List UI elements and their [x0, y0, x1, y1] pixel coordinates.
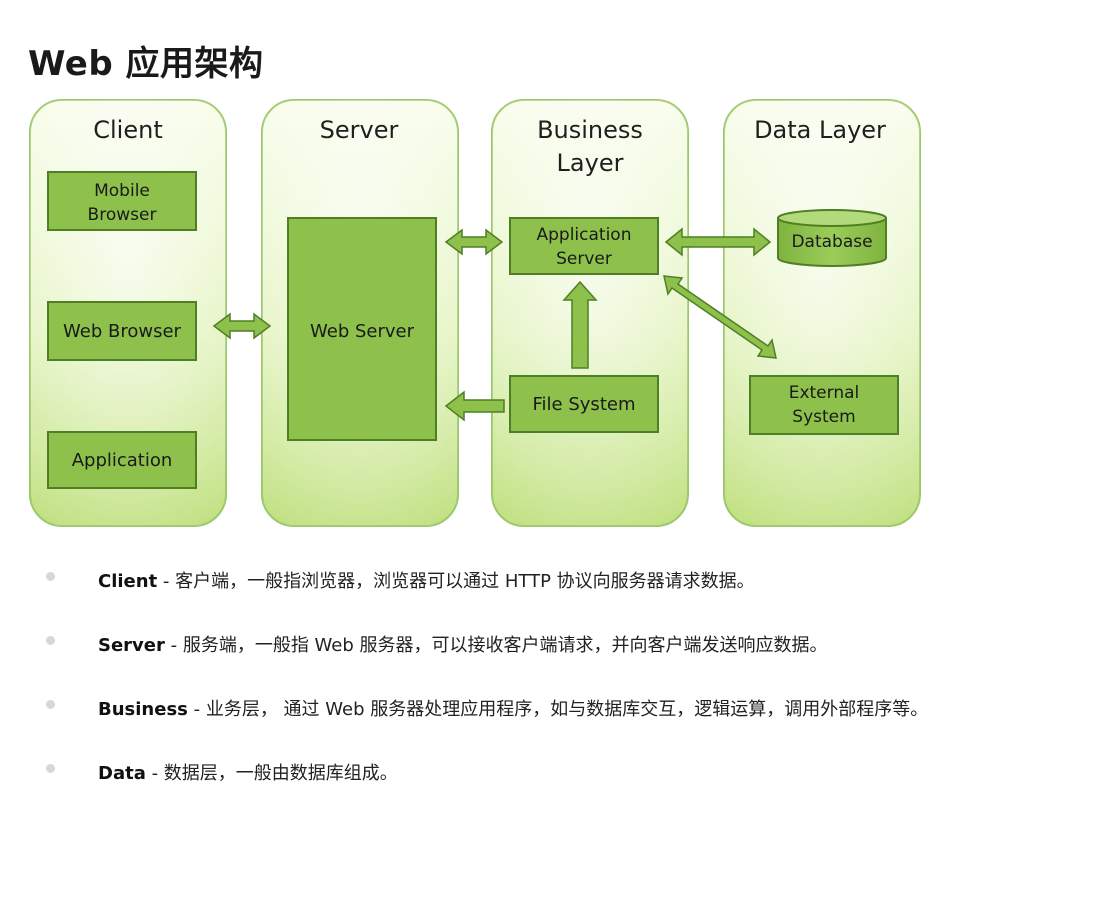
label-line: Web Server	[310, 321, 415, 342]
label-line: Database	[791, 232, 872, 252]
box-file-system: File System	[509, 375, 659, 433]
box-label-file-system: File System	[533, 394, 636, 415]
arrow-file-system-web-server	[444, 390, 505, 422]
page-title: Web 应用架构	[28, 44, 264, 84]
term-separator: -	[145, 763, 164, 784]
arrow-application-server-database	[664, 227, 772, 257]
description: 数据层，一般由数据库组成。	[163, 763, 398, 784]
list-item: Business - 业务层， 通过 Web 服务器处理应用程序，如与数据库交互…	[46, 690, 1086, 754]
term-separator: -	[187, 699, 206, 720]
label-line: Application	[72, 450, 173, 471]
arrow-web-browser-web-server	[212, 312, 272, 340]
box-application: Application	[47, 431, 197, 489]
box-web-server: Web Server	[287, 217, 437, 441]
column-title-data: Data Layer	[754, 116, 886, 144]
box-label-web-server: Web Server	[310, 321, 415, 342]
list-item-text: Business - 业务层， 通过 Web 服务器处理应用程序，如与数据库交互…	[98, 690, 928, 730]
bullet-dot	[46, 636, 55, 645]
bullet-list: Client - 客户端，一般指浏览器，浏览器可以通过 HTTP 协议向服务器请…	[46, 562, 1086, 818]
term-client: Client	[98, 571, 158, 592]
term-separator: -	[157, 571, 176, 592]
label-line: Client	[93, 116, 162, 144]
box-web-browser: Web Browser	[47, 301, 197, 361]
box-label-application: Application	[72, 450, 173, 471]
label-line: Web Browser	[63, 321, 182, 342]
list-item-text: Client - 客户端，一般指浏览器，浏览器可以通过 HTTP 协议向服务器请…	[98, 562, 755, 602]
description: 服务端，一般指 Web 服务器，可以接收客户端请求，并向客户端发送响应数据。	[182, 635, 828, 656]
description: 业务层， 通过 Web 服务器处理应用程序，如与数据库交互，逻辑运算，调用外部程…	[205, 699, 929, 720]
list-item-text: Data - 数据层，一般由数据库组成。	[98, 754, 398, 794]
box-label-web-browser: Web Browser	[63, 321, 182, 342]
bullet-dot	[46, 700, 55, 709]
box-label-database: Database	[791, 232, 872, 252]
label-line: Application	[537, 225, 632, 245]
bullet-dot	[46, 764, 55, 773]
list-item-text: Server - 服务端，一般指 Web 服务器，可以接收客户端请求，并向客户端…	[98, 626, 828, 666]
label-line: Browser	[88, 205, 157, 225]
term-data: Data	[98, 763, 146, 784]
column-data: Data Layer	[723, 99, 921, 527]
label-line: File System	[533, 394, 636, 415]
description: 客户端，一般指浏览器，浏览器可以通过 HTTP 协议向服务器请求数据。	[175, 571, 755, 592]
bullet-dot	[46, 572, 55, 581]
label-line: Data Layer	[754, 116, 886, 144]
label-line: Server	[320, 116, 399, 144]
term-business: Business	[98, 699, 188, 720]
label-line: Server	[556, 249, 612, 269]
label-line: External	[789, 383, 860, 403]
column-title-server: Server	[320, 116, 399, 144]
term-separator: -	[164, 635, 183, 656]
label-line: Layer	[557, 149, 624, 177]
column-title-client: Client	[93, 116, 162, 144]
list-item: Data - 数据层，一般由数据库组成。	[46, 754, 1086, 818]
arrow-web-server-application-server	[444, 228, 504, 256]
box-database: Database	[777, 209, 887, 267]
term-server: Server	[98, 635, 165, 656]
arrow-file-system-application-server	[562, 280, 598, 369]
label-line: Mobile	[94, 181, 150, 201]
label-line: System	[792, 407, 855, 427]
label-line: Business	[537, 116, 643, 144]
arrow-application-server-external-system	[663, 275, 777, 359]
list-item: Server - 服务端，一般指 Web 服务器，可以接收客户端请求，并向客户端…	[46, 626, 1086, 690]
list-item: Client - 客户端，一般指浏览器，浏览器可以通过 HTTP 协议向服务器请…	[46, 562, 1086, 626]
